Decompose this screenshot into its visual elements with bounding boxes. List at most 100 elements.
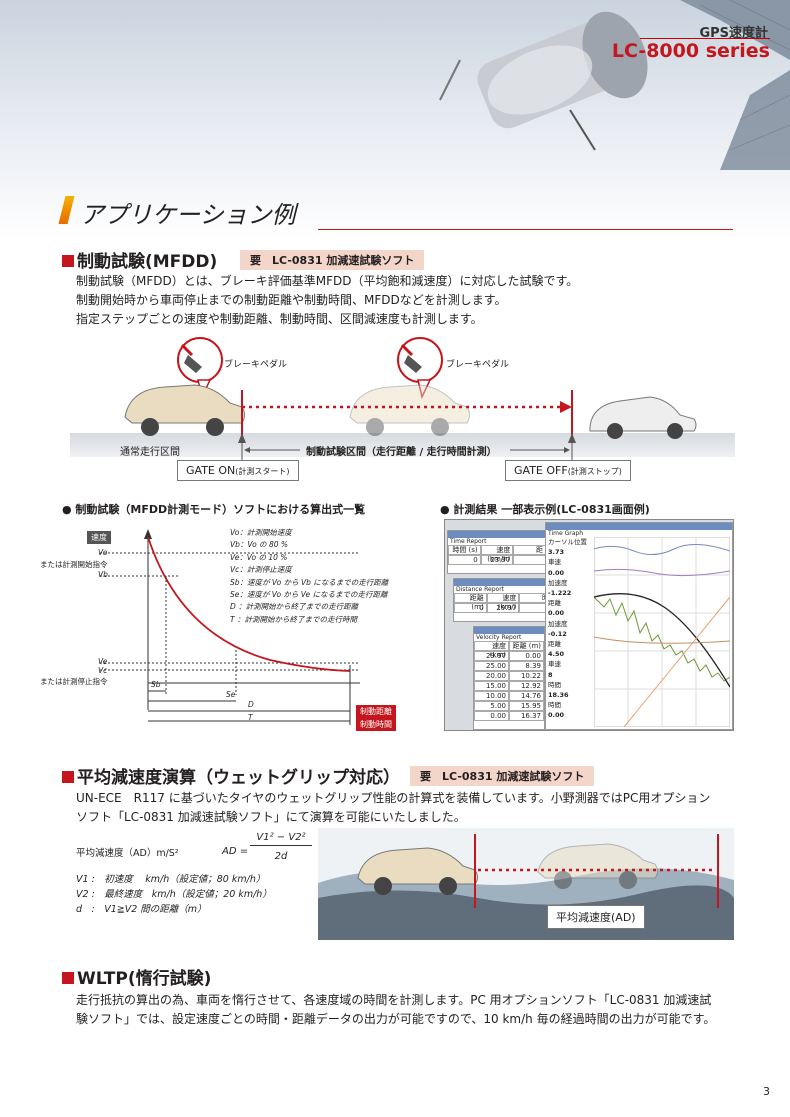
adm-box: 平均減速度(AD) bbox=[547, 905, 645, 929]
speed-axis-label: 速度 bbox=[87, 531, 111, 544]
product-series: LC-8000 series bbox=[611, 40, 770, 62]
sb-label: Sb bbox=[151, 680, 161, 689]
vb-label: Vb bbox=[98, 570, 108, 579]
legend-item: Se：速度が Vo から Ve になるまでの走行距離 bbox=[230, 590, 388, 600]
adm-def: d : V1≧V2 間の距離（m） bbox=[76, 904, 207, 915]
gate-on-sub: (計測スタート) bbox=[235, 467, 290, 476]
mfdd-description: 制動試験（MFDD）とは、ブレーキ評価基準MFDD（平均飽和減速度）に対応した試… bbox=[76, 272, 578, 329]
formula-legend: Vo：計測開始速度 Vb：Vo の 80 % Ve：Vo の 10 % Vc：計… bbox=[230, 527, 388, 626]
adm-line-2: ソフト「LC-0831 加減速試験ソフト」にて演算を可能にいたしました。 bbox=[76, 810, 466, 824]
mfdd-title: 制動試験(MFDD) bbox=[77, 252, 218, 272]
gate-on-box: GATE ON(計測スタート) bbox=[177, 460, 299, 481]
header-background bbox=[0, 0, 790, 240]
brake-time-tag: 制動時間 bbox=[356, 718, 396, 731]
legend-item: Vo：計測開始速度 bbox=[230, 528, 292, 537]
graph-plot bbox=[594, 537, 730, 727]
results-figure-title: ● 計測結果 一部表示例(LC-0831画面例) bbox=[440, 503, 650, 516]
normal-section-label: 通常走行区間 bbox=[120, 447, 180, 458]
d-label: D bbox=[248, 700, 254, 709]
car-braking-1 bbox=[124, 384, 245, 436]
legend-item: D ：計測開始から終了までの走行距離 bbox=[230, 602, 359, 612]
car-stopped bbox=[589, 396, 697, 439]
mfdd-heading: 制動試験(MFDD) bbox=[62, 247, 217, 272]
wltp-line-2: 験ソフト」では、設定速度ごとの時間・距離データの出力が可能ですので、10 km/… bbox=[76, 1012, 716, 1026]
distance-report-head: 距離 (m)速度 (km/)時 bbox=[454, 593, 553, 611]
kicker-rule bbox=[640, 38, 770, 39]
mfdd-requirement: 要 LC-0831 加減速試験ソフト bbox=[240, 250, 425, 270]
mfdd-line-1: 制動試験（MFDD）とは、ブレーキ評価基準MFDD（平均飽和減速度）に対応した試… bbox=[76, 274, 579, 288]
decel-curve-chart bbox=[100, 529, 360, 725]
adm-title: 平均減速度演算（ウェットグリップ対応） bbox=[77, 768, 400, 788]
test-interval-label: 制動試験区間（走行距離 / 走行時間計測） bbox=[306, 447, 497, 458]
adm-line-1: UN-ECE R117 に基づいたタイヤのウェットグリップ性能の計算式を装備して… bbox=[76, 791, 711, 805]
section-title: アプリケーション例 bbox=[80, 201, 296, 229]
braking-diagram bbox=[70, 337, 735, 460]
wltp-title: WLTP(惰行試験) bbox=[77, 969, 212, 989]
vo-label: Vo bbox=[98, 548, 108, 557]
adm-definitions: V1 : 初速度 km/h（設定値；80 km/h） V2 : 最終速度 km/… bbox=[76, 872, 272, 917]
adm-def: V1 : 初速度 km/h（設定値；80 km/h） bbox=[76, 874, 266, 885]
panel-item: 加速度-0.12 bbox=[548, 619, 568, 638]
adm-requirement: 要 LC-0831 加減速試験ソフト bbox=[410, 766, 595, 786]
legend-item: Ve：Vo の 10 % bbox=[230, 552, 288, 562]
product-kicker: GPS速度計 bbox=[699, 26, 768, 41]
vo-desc: または計測開始指令 bbox=[40, 560, 108, 569]
legend-item: Vc：計測停止速度 bbox=[230, 565, 292, 575]
formula-figure-title: ● 制動試験（MFDD計測モード）ソフトにおける算出式一覧 bbox=[62, 503, 366, 516]
velocity-report-title: Velocity Report bbox=[476, 634, 522, 641]
gate-off-box: GATE OFF(計測ストップ) bbox=[505, 460, 631, 481]
adm-formula-numerator: V1² − V2² bbox=[250, 832, 312, 846]
brake-distance-tag: 制動距離 bbox=[356, 705, 396, 718]
adm-heading: 平均減速度演算（ウェットグリップ対応） bbox=[62, 763, 400, 788]
legend-item: Vb：Vo の 80 % bbox=[230, 540, 288, 550]
vc-label: Vc bbox=[98, 666, 108, 675]
time-report-head: 時間 (s)速度 (km/h)距 bbox=[448, 545, 547, 563]
wet-grip-diagram bbox=[318, 828, 734, 940]
gate-off-sub: (計測ストップ) bbox=[567, 467, 622, 476]
adm-formula-label: 平均減速度（AD）m/S² bbox=[76, 848, 179, 859]
wltp-line-1: 走行抵抗の算出の為、車両を惰行させて、各速度域の時間を計測します。PC 用オプシ… bbox=[76, 993, 712, 1007]
gate-on-label: GATE ON bbox=[186, 464, 236, 477]
gate-off-label: GATE OFF bbox=[514, 464, 568, 477]
page-number: 3 bbox=[763, 1085, 770, 1098]
adm-def: V2 : 最終速度 km/h（設定値；20 km/h） bbox=[76, 889, 272, 900]
section-rule bbox=[318, 229, 733, 230]
legend-item: Sb：速度が Vo から Vb になるまでの走行距離 bbox=[230, 577, 389, 587]
brake-pedal-label-1: ブレーキペダル bbox=[224, 360, 288, 370]
wltp-heading: WLTP(惰行試験) bbox=[62, 964, 211, 989]
distance-report-title: Distance Report bbox=[456, 586, 505, 593]
brake-pedal-label-2: ブレーキペダル bbox=[446, 360, 510, 370]
ve-desc: または計測停止指令 bbox=[40, 677, 108, 686]
car-wet-1 bbox=[357, 847, 478, 895]
mfdd-line-3: 指定ステップごとの速度や制動距離、制動時間、区間減速度も計測します。 bbox=[76, 312, 483, 326]
mfdd-line-2: 制動開始時から車両停止までの制動距離や制動時間、MFDDなどを計測します。 bbox=[76, 293, 507, 307]
time-report-title: Time Report bbox=[450, 538, 487, 545]
adm-formula-lhs: AD = bbox=[222, 846, 249, 857]
legend-item: T ：計測開始から終了までの走行時間 bbox=[230, 614, 357, 624]
se-label: Se bbox=[226, 690, 236, 699]
satellite-image bbox=[439, 0, 790, 170]
time-graph-title: Time Graph bbox=[548, 530, 583, 537]
wltp-description: 走行抵抗の算出の為、車両を惰行させて、各速度域の時間を計測します。PC 用オプシ… bbox=[76, 991, 715, 1029]
ve-label: Ve bbox=[98, 657, 108, 666]
panel-item: 加速度-1.222 bbox=[548, 578, 572, 598]
